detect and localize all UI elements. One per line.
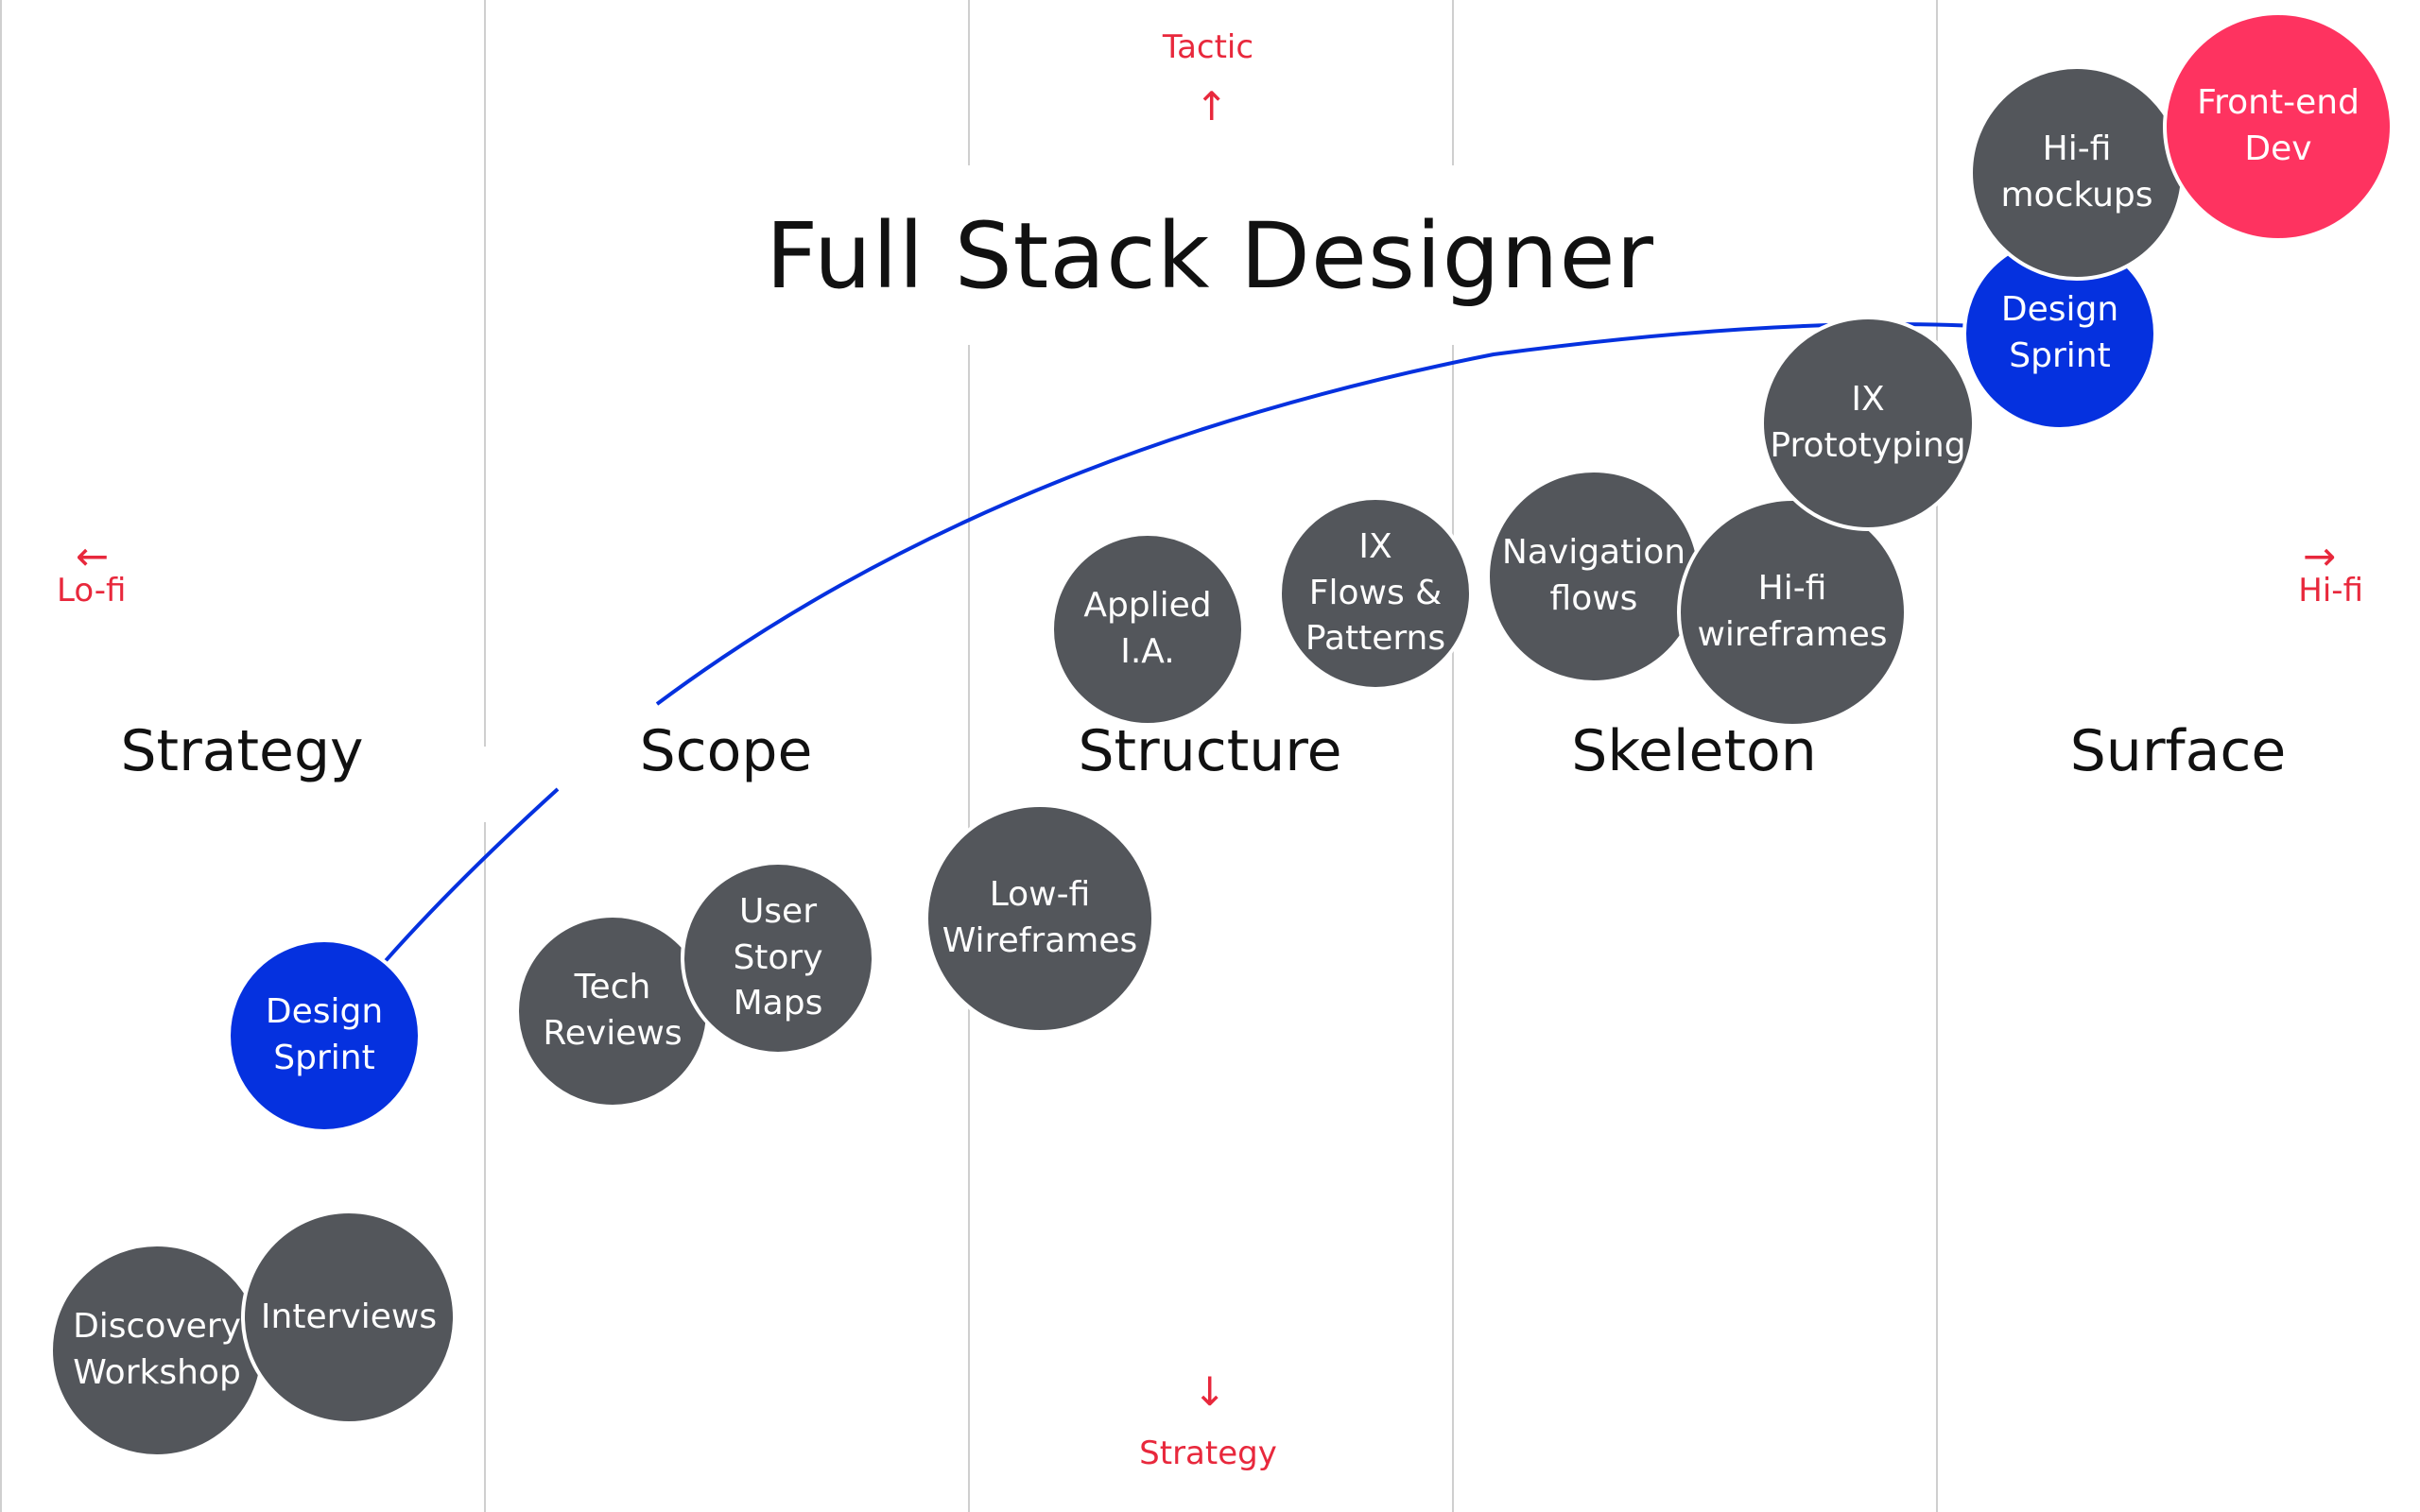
column-divider: [1452, 0, 1454, 1512]
column-divider: [968, 0, 970, 1512]
column-label-scope: Scope: [639, 718, 813, 784]
bubble-interviews: Interviews: [241, 1210, 457, 1425]
title-backdrop: [718, 165, 1711, 345]
bubble-hifi-mockups: Hi-fi mockups: [1969, 65, 2185, 281]
axis-left-label: Lo-fi: [57, 572, 127, 610]
arrow-up-icon: ↑: [1195, 83, 1229, 129]
column-label-surface: Surface: [2069, 718, 2287, 784]
column-label-strategy: Strategy: [120, 718, 364, 784]
bubble-frontend-dev: Front-end Dev: [2163, 11, 2394, 242]
bubble-tech-reviews: Tech Reviews: [515, 914, 710, 1108]
column-divider: [1936, 0, 1938, 1512]
bubble-lowfi-wireframes: Low-fi Wireframes: [925, 803, 1155, 1034]
bubble-ix-prototyping: IX Prototyping: [1760, 316, 1976, 531]
bubble-design-sprint-start: Design Sprint: [227, 938, 422, 1133]
column-label-structure: Structure: [1078, 718, 1342, 784]
bubble-ix-flows-patterns: IX Flows & Patterns: [1278, 496, 1473, 691]
bubble-navigation-flows: Navigation flows: [1486, 469, 1702, 684]
arrow-down-icon: ↓: [1193, 1368, 1227, 1415]
scope-backdrop: [454, 747, 510, 822]
bubble-user-story-maps: User Story Maps: [681, 861, 875, 1056]
arrow-left-icon: ←: [76, 533, 110, 579]
axis-top-label: Tactic: [1162, 28, 1254, 66]
bubble-discovery-workshop: Discovery Workshop: [49, 1243, 265, 1458]
arrow-right-icon: →: [2303, 533, 2337, 579]
column-divider: [0, 0, 2, 1512]
column-label-skeleton: Skeleton: [1571, 718, 1817, 784]
bubble-hifi-wireframes: Hi-fi wireframes: [1677, 497, 1908, 728]
page-title: Full Stack Designer: [766, 203, 1654, 309]
axis-bottom-label: Strategy: [1139, 1435, 1277, 1472]
bubble-applied-ia: Applied I.A.: [1050, 532, 1245, 727]
axis-right-label: Hi-fi: [2298, 572, 2363, 610]
